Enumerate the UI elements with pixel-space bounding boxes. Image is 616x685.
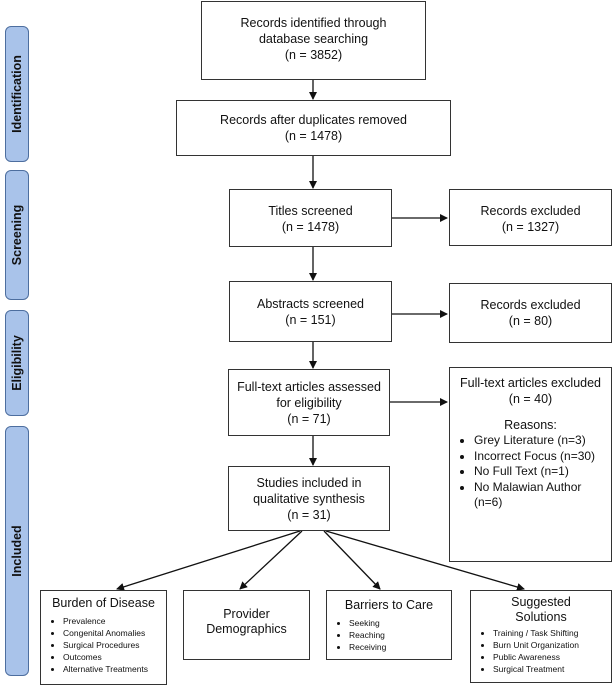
arrow-included-to-provider [239, 530, 303, 590]
phase-identification: Identification [5, 26, 29, 162]
suggested-solutions-title-2: Solutions [515, 610, 567, 624]
barriers-item: Seeking [349, 617, 447, 629]
solutions-item: Training / Task Shifting [493, 627, 607, 639]
barriers-item: Reaching [349, 629, 447, 641]
burden-item: Surgical Procedures [63, 639, 162, 651]
burden-item: Outcomes [63, 651, 162, 663]
exclusion-reasons-list: Grey Literature (n=3) Incorrect Focus (n… [456, 433, 605, 511]
records-identified-box: Records identified through database sear… [201, 1, 426, 80]
suggested-solutions-title-1: Suggested [511, 595, 571, 609]
exclusion-reason: No Malawian Author (n=6) [474, 480, 605, 511]
fulltext-assessed-box: Full-text articles assessed for eligibil… [228, 369, 390, 436]
phase-eligibility: Eligibility [5, 310, 29, 416]
burden-item: Alternative Treatments [63, 663, 162, 675]
solutions-item: Surgical Treatment [493, 663, 607, 675]
burden-item: Congenital Anomalies [63, 627, 162, 639]
exclusion-reason: Grey Literature (n=3) [474, 433, 605, 449]
barriers-to-care-title: Barriers to Care [344, 598, 434, 612]
arrow-included-to-solutions [325, 530, 525, 591]
suggested-solutions-box: Suggested Solutions Training / Task Shif… [470, 590, 612, 683]
arrow-included-to-barriers [323, 530, 381, 590]
exclusion-reason: Incorrect Focus (n=30) [474, 449, 605, 465]
barriers-to-care-box: Barriers to Care Seeking Reaching Receiv… [326, 590, 452, 660]
solutions-item: Public Awareness [493, 651, 607, 663]
titles-excluded-box: Records excluded (n = 1327) [449, 189, 612, 246]
studies-included-box: Studies included in qualitative synthesi… [228, 466, 390, 531]
burden-of-disease-box: Burden of Disease Prevalence Congenital … [40, 590, 167, 685]
barriers-item: Receiving [349, 641, 447, 653]
abstracts-screened-box: Abstracts screened (n = 151) [229, 281, 392, 342]
abstracts-excluded-box: Records excluded (n = 80) [449, 283, 612, 343]
duplicates-removed-box: Records after duplicates removed (n = 14… [176, 100, 451, 156]
provider-demographics-box: Provider Demographics [183, 590, 310, 660]
fulltext-excluded-box: Full-text articles excluded (n = 40) Rea… [449, 367, 612, 562]
burden-item: Prevalence [63, 615, 162, 627]
phase-screening: Screening [5, 170, 29, 300]
arrow-included-to-burden [116, 530, 301, 591]
solutions-item: Burn Unit Organization [493, 639, 607, 651]
provider-demographics-title-1: Provider [223, 607, 270, 621]
burden-of-disease-title: Burden of Disease [52, 596, 155, 610]
exclusion-reason: No Full Text (n=1) [474, 464, 605, 480]
titles-screened-box: Titles screened (n = 1478) [229, 189, 392, 247]
provider-demographics-title-2: Demographics [206, 622, 287, 636]
phase-included: Included [5, 426, 29, 676]
